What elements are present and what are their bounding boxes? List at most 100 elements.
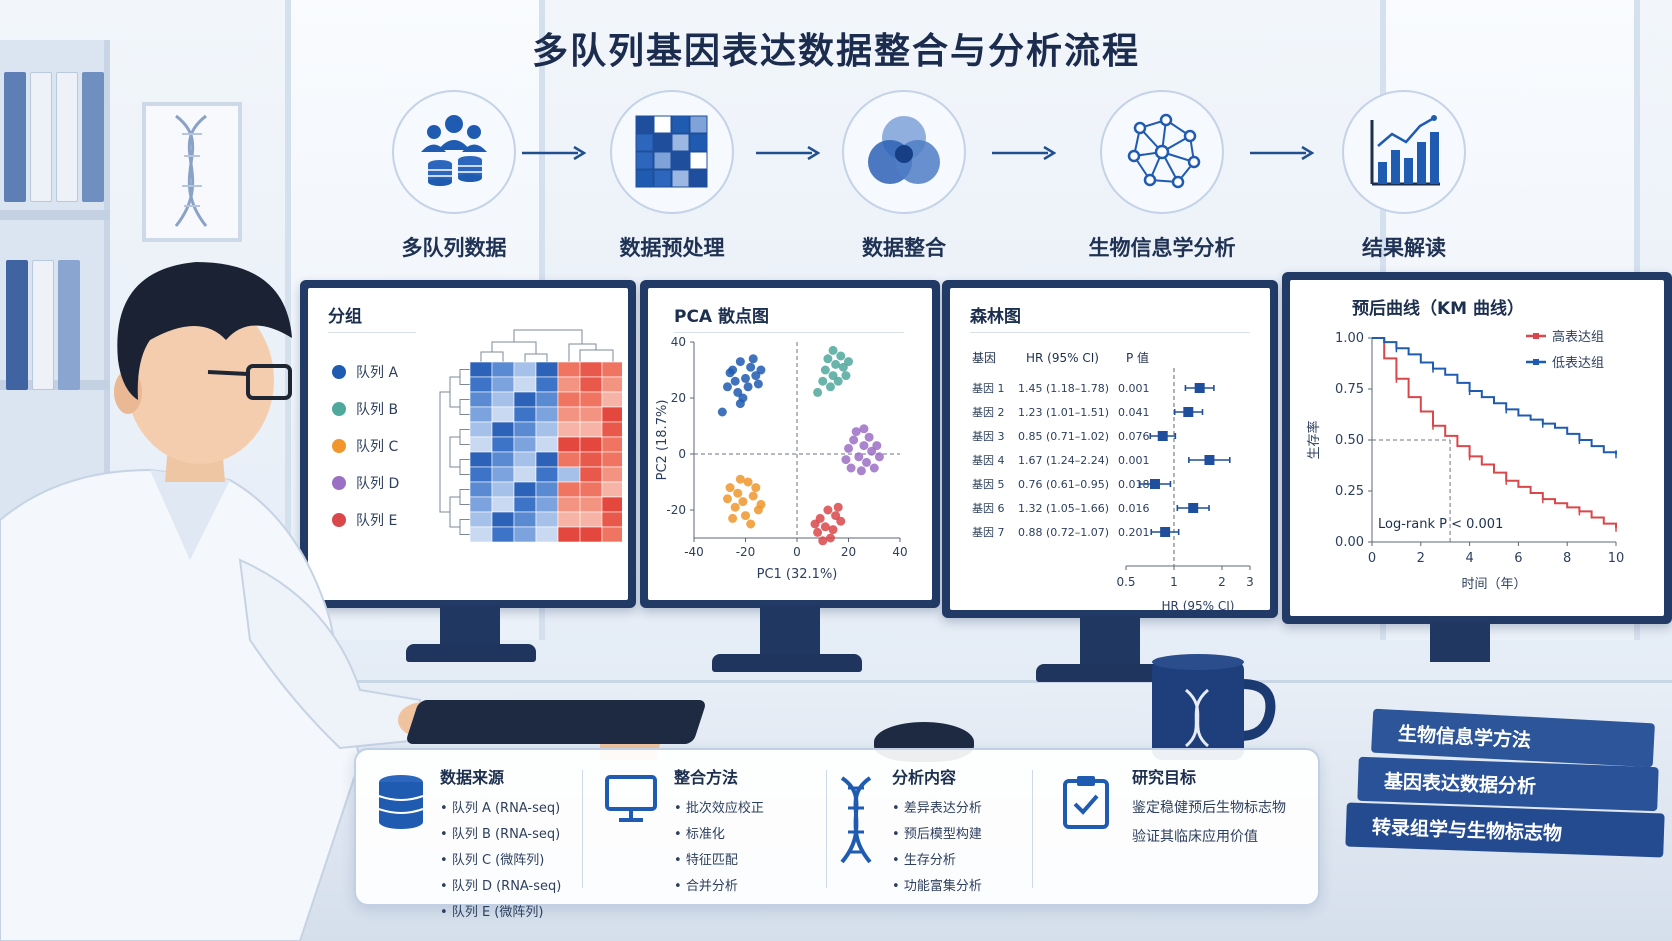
scatter-point xyxy=(862,457,872,467)
grid-cell xyxy=(689,115,708,134)
grid-cell xyxy=(635,133,654,152)
step-label: 多队列数据 xyxy=(401,236,507,260)
scatter-point xyxy=(818,376,828,386)
binder xyxy=(6,260,28,390)
grid-matrix-icon xyxy=(635,115,708,188)
data-source-item: 队列 B (RNA-seq) xyxy=(440,823,561,842)
hr-marker xyxy=(1157,431,1168,441)
p-value: 0.001 xyxy=(1118,382,1150,395)
hr-marker xyxy=(1160,527,1171,537)
binder xyxy=(32,260,54,390)
y-tick-label: -20 xyxy=(666,503,686,517)
x-tick-label: 3 xyxy=(1246,575,1254,589)
legend-label: 队列 A xyxy=(356,365,399,381)
data-source-item: 队列 C (微阵列) xyxy=(440,849,561,868)
hr-marker xyxy=(1183,407,1194,417)
people-database-icon xyxy=(421,115,487,186)
page-title: 多队列基因表达数据整合与分析流程 xyxy=(531,31,1140,72)
scatter-point xyxy=(722,382,732,392)
x-tick-label: 2 xyxy=(1218,575,1226,589)
x-tick-label: 0 xyxy=(1368,551,1376,566)
scatter-point xyxy=(741,511,750,521)
km-title: 预后曲线（KM 曲线） xyxy=(1352,299,1525,319)
goal-column: 研究目标 鉴定稳健预后生物标志物 验证其临床应用价值 xyxy=(1132,764,1286,855)
legend-label: 队列 E xyxy=(356,513,398,529)
info-panel: 数据来源 队列 A (RNA-seq) 队列 B (RNA-seq) 队列 C … xyxy=(354,748,1320,920)
binder xyxy=(82,72,104,202)
scatter-point xyxy=(836,351,846,361)
x-tick-label: 4 xyxy=(1465,551,1473,566)
title-underline xyxy=(970,332,1250,333)
step-label: 数据预处理 xyxy=(619,236,725,260)
column-divider xyxy=(582,770,583,888)
scatter-point xyxy=(748,354,758,364)
dendrogram-branch xyxy=(449,436,460,468)
analysis-heading: 分析内容 xyxy=(892,768,957,787)
y-tick-label: 40 xyxy=(671,335,686,349)
analysis-item: 预后模型构建 xyxy=(892,823,982,842)
binder xyxy=(4,72,26,202)
hr-marker xyxy=(1149,479,1160,489)
hr-marker xyxy=(1188,503,1199,513)
gene-label: 基因 3 xyxy=(972,430,1005,443)
book-title: 生物信息学方法 xyxy=(1397,722,1532,752)
legend-dot xyxy=(332,365,346,379)
grid-cell xyxy=(671,151,690,170)
legend-dot xyxy=(332,439,346,453)
hr-marker xyxy=(1194,383,1205,393)
integration-item: 标准化 xyxy=(674,823,764,842)
data-source-item: 队列 D (RNA-seq) xyxy=(440,875,562,894)
x-axis-label: 时间（年） xyxy=(1461,577,1526,592)
scatter-point xyxy=(869,463,879,473)
data-source-item: 队列 A (RNA-seq) xyxy=(440,797,561,816)
legend-marker-high xyxy=(1533,333,1539,339)
scatter-point xyxy=(722,494,732,504)
p-value: 0.016 xyxy=(1118,502,1150,515)
monitor-stand xyxy=(1430,622,1490,662)
legend-dot xyxy=(332,513,346,527)
keyboard xyxy=(404,700,708,744)
scatter-point xyxy=(813,387,823,397)
step-bioinformatics: 生物信息学分析 xyxy=(1062,90,1262,262)
network-icon xyxy=(1127,113,1201,189)
scatter-point xyxy=(730,502,740,512)
legend-dot xyxy=(332,402,346,416)
gene-label: 基因 6 xyxy=(972,502,1005,515)
hr-marker xyxy=(1204,455,1215,465)
scatter-point xyxy=(733,488,743,498)
scatter-point xyxy=(851,427,861,437)
step-circle xyxy=(842,90,966,214)
p-value: 0.001 xyxy=(1118,454,1150,467)
flow-arrow-icon xyxy=(992,146,1056,160)
scatter-point xyxy=(856,466,866,476)
integration-item: 批次效应校正 xyxy=(674,797,764,816)
y-tick-label: 0.25 xyxy=(1335,484,1364,499)
grid-cell xyxy=(653,115,672,134)
y-tick-label: 1.00 xyxy=(1335,331,1364,346)
scatter-point xyxy=(859,441,869,451)
y-tick-label: 0.00 xyxy=(1335,535,1364,550)
heatmap xyxy=(439,329,622,543)
hr-value: 1.23 (1.01–1.51) xyxy=(1018,406,1109,419)
binder xyxy=(58,260,80,390)
scatter-point xyxy=(820,522,830,532)
scatter-point xyxy=(828,525,838,535)
scatter-point xyxy=(854,452,864,462)
data-source-heading: 数据来源 xyxy=(440,768,505,787)
analysis-column: 分析内容 差异表达分析 预后模型构建 生存分析 功能富集分析 xyxy=(892,764,982,901)
p-value: 0.201 xyxy=(1118,526,1150,539)
book-title: 基因表达数据分析 xyxy=(1383,770,1537,798)
flow-arrow-icon xyxy=(522,146,586,160)
legend-item: 队列 C xyxy=(332,436,398,456)
logrank-annotation: Log-rank P < 0.001 xyxy=(1378,517,1503,532)
legend-label: 队列 C xyxy=(356,439,399,455)
scatter-point xyxy=(831,359,841,369)
step-circle xyxy=(1342,90,1466,214)
x-tick-label: -40 xyxy=(684,545,704,559)
gene-label: 基因 2 xyxy=(972,406,1005,419)
analysis-item: 功能富集分析 xyxy=(892,875,982,894)
grid-cell xyxy=(635,151,654,170)
scatter-point xyxy=(743,477,753,487)
